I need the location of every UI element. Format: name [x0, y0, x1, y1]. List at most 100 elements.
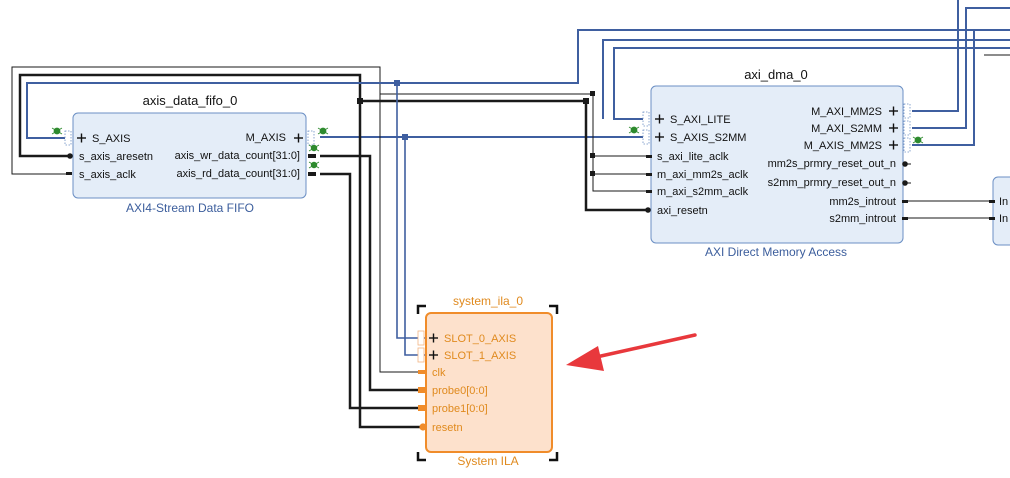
- bus-axi-lite[interactable]: [613, 47, 1010, 120]
- debug-icon: [308, 161, 320, 169]
- svg-text:mm2s_prmry_reset_out_n: mm2s_prmry_reset_out_n: [768, 158, 896, 170]
- port-s-axis-aclk[interactable]: s_axis_aclk: [66, 169, 136, 181]
- net-probe1[interactable]: [320, 172, 425, 410]
- port-resetn[interactable]: resetn: [419, 422, 463, 434]
- net-probe0[interactable]: [320, 154, 425, 392]
- selection-handles: [416, 304, 559, 462]
- block-system-ila[interactable]: system_ila_0 System ILA SLOT_0_AXIS SLOT…: [416, 294, 559, 468]
- debug-icon: [628, 126, 640, 134]
- bus-m-axis-mm2s[interactable]: [912, 30, 975, 146]
- svg-text:S_AXIS: S_AXIS: [92, 133, 131, 145]
- port-concat-in1[interactable]: In: [989, 213, 1008, 225]
- svg-text:clk: clk: [432, 367, 446, 379]
- net-dma-resetn[interactable]: [584, 101, 647, 212]
- svg-text:S_AXI_LITE: S_AXI_LITE: [670, 114, 731, 126]
- port-mm2s-prmry-reset-out-n[interactable]: mm2s_prmry_reset_out_n: [768, 158, 911, 170]
- bus-m-axi-s2mm[interactable]: [912, 7, 1010, 129]
- block-ip-name: System ILA: [457, 454, 518, 468]
- port-m-axi-mm2s[interactable]: M_AXI_MM2S: [811, 103, 911, 119]
- block-body[interactable]: [992, 176, 1010, 246]
- bus-m-axi-mm2s[interactable]: [912, 0, 959, 112]
- net-ila-clk[interactable]: [379, 94, 425, 373]
- port-m-axis-mm2s[interactable]: M_AXIS_MM2S: [804, 137, 911, 153]
- svg-text:SLOT_1_AXIS: SLOT_1_AXIS: [444, 350, 516, 362]
- wires: [11, 0, 1010, 429]
- svg-text:axis_rd_data_count[31:0]: axis_rd_data_count[31:0]: [176, 168, 300, 180]
- svg-text:M_AXI_S2MM: M_AXI_S2MM: [811, 123, 882, 135]
- block-concat-partial[interactable]: In In: [989, 176, 1010, 246]
- svg-text:mm2s_introut: mm2s_introut: [829, 196, 896, 208]
- block-instance-name: axi_dma_0: [744, 67, 808, 82]
- bus-expand-icon[interactable]: [429, 350, 438, 360]
- svg-text:In: In: [999, 196, 1008, 208]
- block-axis-data-fifo[interactable]: axis_data_fifo_0 AXI4-Stream Data FIFO S…: [51, 93, 329, 215]
- port-m-axi-s2mm-aclk[interactable]: m_axi_s2mm_aclk: [646, 186, 749, 198]
- port-slot-1-axis[interactable]: SLOT_1_AXIS: [417, 347, 516, 363]
- block-instance-name: system_ila_0: [453, 294, 523, 308]
- port-s-axi-lite-aclk[interactable]: s_axi_lite_aclk: [646, 151, 729, 163]
- port-m-axi-mm2s-aclk[interactable]: m_axi_mm2s_aclk: [646, 169, 749, 181]
- debug-icon: [308, 144, 320, 152]
- block-instance-name: axis_data_fifo_0: [143, 93, 238, 108]
- port-m-axi-s2mm[interactable]: M_AXI_S2MM: [811, 120, 911, 136]
- svg-text:M_AXIS_MM2S: M_AXIS_MM2S: [804, 140, 882, 152]
- svg-text:s_axis_aclk: s_axis_aclk: [79, 169, 136, 181]
- svg-text:resetn: resetn: [432, 422, 463, 434]
- bus-mm2s-to-fifo[interactable]: [26, 29, 1010, 139]
- bus-tap-slot0[interactable]: [396, 83, 425, 339]
- bus-expand-icon[interactable]: [655, 132, 664, 142]
- svg-text:m_axi_s2mm_aclk: m_axi_s2mm_aclk: [657, 186, 749, 198]
- port-s-axis-s2mm[interactable]: S_AXIS_S2MM: [642, 129, 746, 145]
- svg-text:M_AXIS: M_AXIS: [246, 132, 286, 144]
- block-axi-dma[interactable]: axi_dma_0 AXI Direct Memory Access S_AXI…: [628, 67, 924, 259]
- svg-text:s2mm_introut: s2mm_introut: [829, 213, 896, 225]
- port-s-axis-aresetn[interactable]: s_axis_aresetn: [67, 151, 153, 163]
- block-ip-name: AXI Direct Memory Access: [705, 245, 847, 259]
- svg-text:s_axis_aresetn: s_axis_aresetn: [79, 151, 153, 163]
- port-axi-resetn[interactable]: axi_resetn: [645, 205, 708, 217]
- svg-text:SLOT_0_AXIS: SLOT_0_AXIS: [444, 333, 516, 345]
- net-dma-clk-3[interactable]: [592, 156, 651, 192]
- port-m-axis[interactable]: M_AXIS: [246, 130, 315, 146]
- svg-text:m_axi_mm2s_aclk: m_axi_mm2s_aclk: [657, 169, 749, 181]
- bus-expand-icon[interactable]: [429, 333, 438, 343]
- block-body[interactable]: [72, 112, 307, 199]
- port-s-axi-lite[interactable]: S_AXI_LITE: [642, 111, 731, 127]
- red-arrow-annotation: [566, 333, 697, 371]
- svg-text:axis_wr_data_count[31:0]: axis_wr_data_count[31:0]: [175, 150, 300, 162]
- svg-text:s_axi_lite_aclk: s_axi_lite_aclk: [657, 151, 729, 163]
- bus-expand-icon[interactable]: [889, 106, 898, 116]
- bus-expand-icon[interactable]: [294, 133, 303, 143]
- net-ila-resetn[interactable]: [358, 101, 425, 429]
- debug-icon: [317, 127, 329, 135]
- debug-icon: [912, 136, 924, 144]
- bus-expand-icon[interactable]: [77, 133, 86, 143]
- port-concat-in0[interactable]: In: [989, 196, 1008, 208]
- port-mm2s-introut[interactable]: mm2s_introut: [829, 196, 908, 208]
- block-ip-name: AXI4-Stream Data FIFO: [126, 201, 254, 215]
- bus-axi-lite-2[interactable]: [602, 39, 1010, 119]
- port-wr-data-count[interactable]: axis_wr_data_count[31:0]: [175, 150, 316, 162]
- net-clk-loop[interactable]: [11, 66, 593, 175]
- svg-text:probe0[0:0]: probe0[0:0]: [432, 385, 488, 397]
- block-body[interactable]: [425, 312, 553, 453]
- bus-expand-icon[interactable]: [889, 140, 898, 150]
- svg-text:M_AXI_MM2S: M_AXI_MM2S: [811, 106, 882, 118]
- bus-expand-icon[interactable]: [655, 114, 664, 124]
- port-clk[interactable]: clk: [418, 367, 446, 379]
- net-dma-clk-bus[interactable]: [592, 94, 651, 157]
- svg-text:S_AXIS_S2MM: S_AXIS_S2MM: [670, 132, 746, 144]
- port-probe0[interactable]: probe0[0:0]: [418, 385, 488, 397]
- port-s2mm-introut[interactable]: s2mm_introut: [829, 213, 908, 225]
- svg-text:probe1[0:0]: probe1[0:0]: [432, 403, 488, 415]
- port-probe1[interactable]: probe1[0:0]: [418, 403, 488, 415]
- port-slot-0-axis[interactable]: SLOT_0_AXIS: [417, 330, 516, 346]
- svg-text:axi_resetn: axi_resetn: [657, 205, 708, 217]
- port-s2mm-prmry-reset-out-n[interactable]: s2mm_prmry_reset_out_n: [768, 177, 911, 189]
- port-rd-data-count[interactable]: axis_rd_data_count[31:0]: [176, 168, 316, 180]
- bus-tap-slot1[interactable]: [404, 137, 425, 356]
- svg-text:s2mm_prmry_reset_out_n: s2mm_prmry_reset_out_n: [768, 177, 896, 189]
- port-s-axis[interactable]: S_AXIS: [64, 130, 131, 146]
- bus-expand-icon[interactable]: [889, 123, 898, 133]
